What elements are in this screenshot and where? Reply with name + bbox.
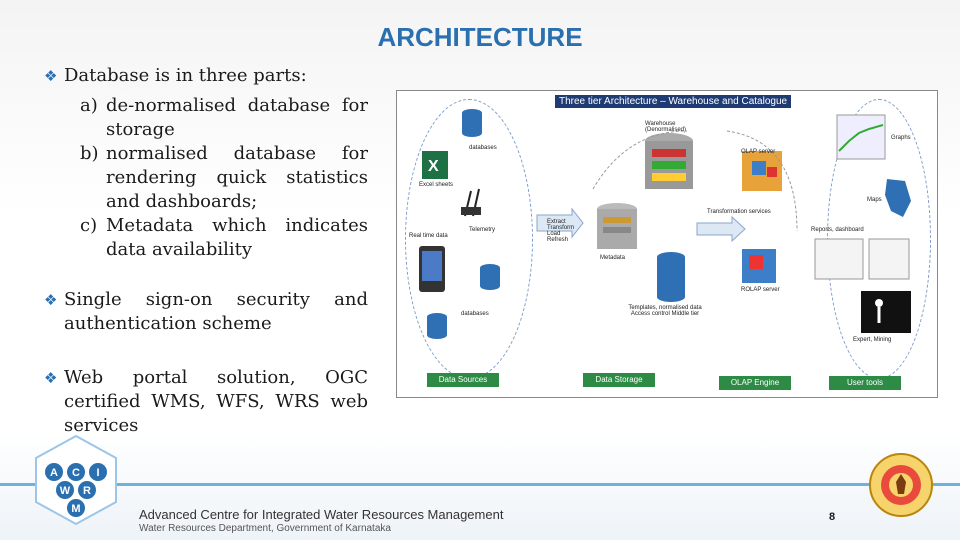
bar-data-sources: Data Sources — [427, 373, 499, 387]
map-icon — [885, 179, 911, 217]
svg-text:C: C — [72, 467, 80, 479]
bullet-text: Single sign-on security and authenticati… — [64, 289, 368, 334]
label-maps: Maps — [867, 197, 882, 203]
sub-item: c) Metadata which indicates data availab… — [80, 214, 368, 262]
bar-user-tools: User tools — [829, 376, 901, 390]
slide-title: ARCHITECTURE — [377, 22, 583, 52]
label-etl: Extract Transform Load Refresh — [547, 219, 575, 243]
sub-label: b) — [80, 143, 99, 164]
label-templates: Templates, normalised data Access contro… — [628, 305, 702, 317]
footer-divider — [0, 483, 960, 486]
label-expert: Expert, Mining — [853, 337, 892, 343]
report-icon — [814, 238, 864, 280]
olap-cube-icon — [742, 151, 782, 191]
svg-text:I: I — [96, 467, 99, 479]
metadata-server-icon — [597, 203, 637, 249]
sub-label: a) — [80, 95, 98, 116]
label-metadata: Metadata — [600, 255, 626, 261]
sub-text: Metadata which indicates data availabili… — [106, 215, 368, 260]
diagram-title: Three tier Architecture – Warehouse and … — [555, 95, 792, 108]
label-rolap: ROLAP server — [741, 287, 780, 293]
diamond-bullet-icon: ❖ — [44, 67, 58, 85]
page-number: 8 — [829, 511, 836, 523]
sub-label: c) — [80, 215, 98, 236]
diagram-graphics: X — [419, 109, 911, 339]
sub-text: de-normalised database for storage — [106, 95, 368, 140]
label-graphs: Graphs — [891, 135, 911, 141]
bullet-item: ❖ Web portal solution, OGC certified WMS… — [44, 366, 368, 438]
bullet-list: ❖ Database is in three parts: a) de-norm… — [44, 64, 368, 444]
warehouse-server-icon — [645, 133, 693, 189]
label-warehouse: Warehouse (Denormalised) — [645, 121, 687, 133]
dashed-arrow — [726, 130, 798, 232]
bar-olap-engine: OLAP Engine — [719, 376, 791, 390]
bullet-text: Web portal solution, OGC certified WMS, … — [64, 367, 368, 436]
database-icon — [427, 109, 685, 339]
svg-text:A: A — [50, 467, 58, 479]
label-reports: Reports, dashboard — [811, 227, 864, 233]
label-olap-server: OLAP server — [741, 149, 776, 155]
karnataka-seal-icon — [869, 453, 933, 517]
bullet-item: ❖ Database is in three parts: — [44, 64, 368, 88]
flow-arrows — [536, 207, 746, 243]
expert-mining-icon — [861, 291, 911, 333]
label-transformation: Transformation services — [707, 209, 771, 215]
label-databases2: databases — [461, 311, 489, 317]
footer-department: Water Resources Department, Government o… — [139, 523, 391, 534]
svg-text:X: X — [428, 158, 439, 175]
sub-text: normalised database for rendering quick … — [106, 143, 368, 212]
label-excel: Excel sheets — [419, 182, 454, 188]
label-telemetry: Telemetry — [469, 227, 496, 233]
bullet-item: ❖ Single sign-on security and authentica… — [44, 288, 368, 336]
footer-organization: Advanced Centre for Integrated Water Res… — [139, 507, 504, 522]
excel-icon — [422, 151, 448, 179]
svg-text:M: M — [71, 503, 80, 515]
acirwm-logo: A C I W R M — [35, 434, 117, 526]
bullet-text: Database is in three parts: — [64, 65, 307, 86]
sub-item: b) normalised database for rendering qui… — [80, 142, 368, 214]
bar-data-storage: Data Storage — [583, 373, 655, 387]
svg-text:W: W — [60, 485, 71, 497]
label-realtime: Real time data — [409, 233, 448, 239]
diamond-bullet-icon: ❖ — [44, 291, 58, 309]
architecture-diagram: Three tier Architecture – Warehouse and … — [396, 90, 938, 398]
label-databases: databases — [469, 145, 497, 151]
sub-item: a) de-normalised database for storage — [80, 94, 368, 142]
rolap-cube-icon — [742, 249, 776, 283]
diamond-bullet-icon: ❖ — [44, 369, 58, 387]
svg-text:R: R — [83, 485, 91, 497]
graph-icon — [836, 114, 886, 160]
